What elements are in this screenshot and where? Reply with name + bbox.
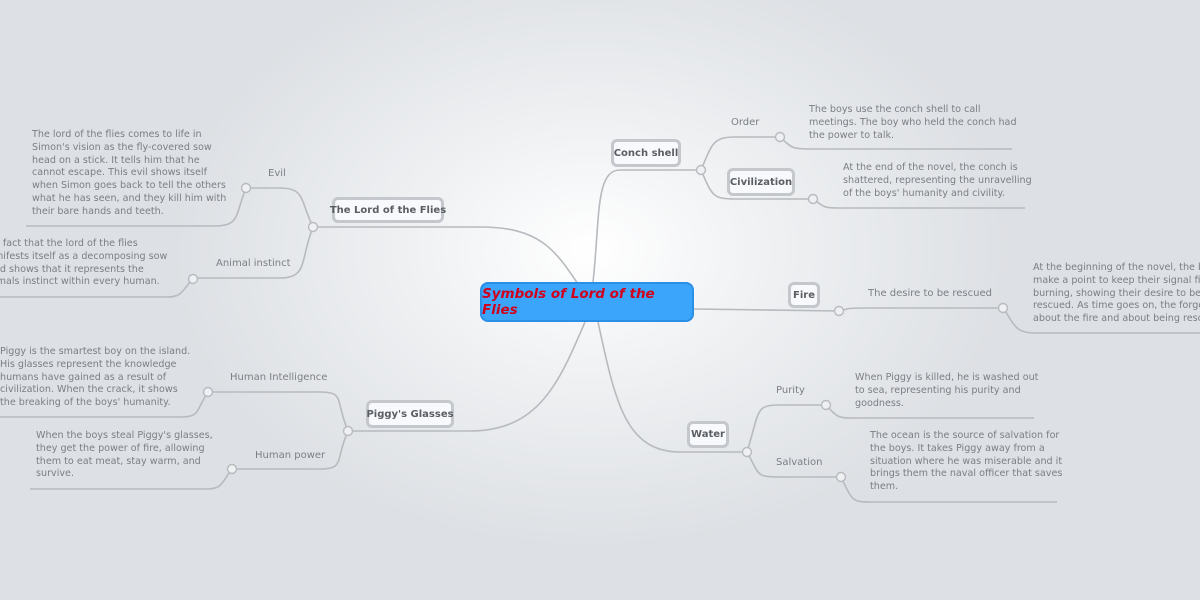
topic-fire[interactable]: Fire [788,282,820,308]
collapse-toggle-intel [202,386,214,398]
link-intel [208,391,349,432]
collapse-toggle-purity [820,399,832,411]
link-fire [693,308,840,312]
link-glasses [348,321,586,432]
link-civ [700,169,813,200]
link-salvation-note [840,476,1057,503]
note-desire-to-be-rescued[interactable]: At the beginning of the novel, the boys … [1033,262,1200,325]
note-animal-instinct[interactable]: The fact that the lord of the flies mani… [0,238,168,288]
subtopic-animal-instinct[interactable]: Animal instinct [216,258,291,269]
link-intel-note [0,391,209,418]
link-evil-note [26,187,247,227]
link-evil [246,187,314,228]
link-power-note [30,468,233,490]
link-power [232,430,349,470]
link-rescue-note [1002,307,1200,334]
subtopic-purity[interactable]: Purity [776,385,805,396]
note-human-intelligence[interactable]: Piggy is the smartest boy on the island.… [0,346,191,409]
link-animal-note [0,277,194,298]
collapse-toggle-order [774,131,786,143]
link-animal [193,226,314,279]
link-salvation [746,451,841,478]
topic-conch-shell[interactable]: Conch shell [611,139,681,167]
collapse-toggle-animal [187,273,199,285]
topic-piggys-glasses[interactable]: Piggy's Glasses [366,400,454,428]
note-salvation[interactable]: The ocean is the source of salvation for… [870,430,1063,493]
subtopic-order[interactable]: Order [731,117,760,128]
central-topic[interactable]: Symbols of Lord of the Flies [480,282,694,322]
link-rescue [838,307,1003,312]
subtopic-evil[interactable]: Evil [268,168,286,179]
note-human-power[interactable]: When the boys steal Piggy's glasses, the… [36,430,213,480]
subtopic-human-power[interactable]: Human power [255,450,326,461]
collapse-toggle-glasses [342,425,354,437]
subtopic-desire-to-be-rescued[interactable]: The desire to be rescued [868,288,992,299]
link-conch [592,169,701,283]
note-order[interactable]: The boys use the conch shell to call mee… [809,104,1017,141]
note-evil[interactable]: The lord of the flies comes to life in S… [32,129,227,217]
collapse-toggle-civ [807,193,819,205]
collapse-toggle-rescue [997,302,1009,314]
note-civilization[interactable]: At the end of the novel, the conch is sh… [843,162,1032,199]
subtopic-civilization[interactable]: Civilization [727,168,795,196]
subtopic-human-intelligence[interactable]: Human Intelligence [230,372,328,383]
link-purity [746,404,826,453]
topic-water[interactable]: Water [687,421,729,448]
link-lord [313,226,579,285]
collapse-toggle-fire [833,305,845,317]
link-order [700,136,780,171]
collapse-toggle-salvation [835,471,847,483]
collapse-toggle-lord [307,221,319,233]
collapse-toggle-conch [695,164,707,176]
collapse-toggle-evil [240,182,252,194]
note-purity[interactable]: When Piggy is killed, he is washed out t… [855,372,1039,409]
topic-lord-of-the-flies[interactable]: The Lord of the Flies [330,197,446,223]
collapse-toggle-water [741,446,753,458]
subtopic-salvation[interactable]: Salvation [776,457,823,468]
collapse-toggle-power [226,463,238,475]
link-water [597,321,747,453]
